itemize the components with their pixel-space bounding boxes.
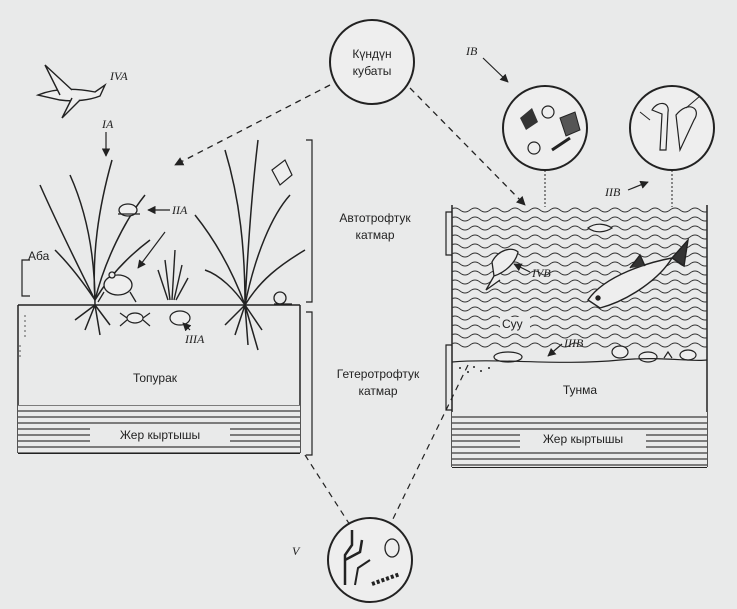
energy-arrows: [175, 85, 525, 205]
layer-labels: Автотрофтук катмар Гетеротрофтук катмар: [306, 140, 452, 455]
land-ecosystem: Жер кыртышы Топурак Аба: [18, 65, 305, 453]
soil-label: Топурак: [133, 371, 178, 385]
frog: [98, 272, 136, 302]
marker-ivb: IVB: [531, 266, 551, 280]
zooplankton-circle: [630, 86, 714, 207]
small-snail: [274, 292, 292, 304]
sediment-dots: [459, 366, 490, 373]
sun-label-line2: кубаты: [353, 64, 392, 78]
decomposers-circle: V: [292, 365, 468, 602]
marker-iiia: IIIA: [184, 332, 205, 346]
grass: [158, 250, 188, 300]
fish-ivb: [486, 249, 518, 290]
marker-iib: IIB: [604, 185, 621, 199]
sun-energy-node: Күндүн кубаты: [330, 20, 414, 104]
bulb-iiia: [170, 311, 190, 325]
marker-iia: IIA: [171, 203, 188, 217]
plant-insect: [272, 160, 292, 185]
soil-insect: [120, 313, 150, 326]
marker-ia: IA: [101, 117, 114, 131]
sun-to-land-arrow: [175, 85, 330, 165]
land-crust-label: Жер кыртышы: [120, 428, 200, 442]
bird-iva: [38, 65, 105, 118]
water-label: Суу: [502, 317, 523, 331]
sun-label-line1: Күндүн: [352, 47, 391, 61]
marker-iva: IVA: [109, 69, 128, 83]
marker-ib: IB: [465, 44, 478, 58]
fish-small-top: [588, 224, 612, 232]
heterotrophic-label-line1: Гетеротрофтук: [337, 367, 420, 381]
sediment-line: [452, 359, 707, 363]
water-crust-label: Жер кыртышы: [543, 432, 623, 446]
autotrophic-label-line2: катмар: [355, 228, 394, 242]
water-waves: [450, 208, 710, 347]
marker-iiib: IIIB: [563, 336, 584, 350]
autotrophic-label-line1: Автотрофтук: [339, 211, 411, 225]
phytoplankton-circle: [503, 86, 587, 207]
air-label: Аба: [28, 249, 50, 263]
heterotrophic-label-line2: катмар: [358, 384, 397, 398]
plant-ia: [40, 160, 150, 335]
sediment-label: Тунма: [563, 383, 598, 397]
marker-v: V: [292, 544, 301, 558]
